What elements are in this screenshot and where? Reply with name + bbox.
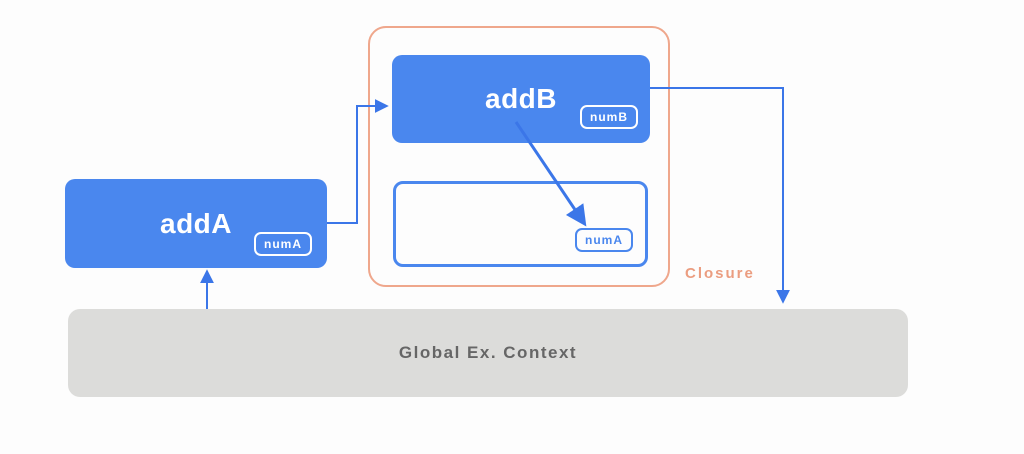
node-addA: addA numA (65, 179, 327, 268)
global-execution-context-bar: Global Ex. Context (68, 309, 908, 397)
closure-label: Closure (685, 265, 755, 282)
node-addB-label: addB (485, 83, 557, 114)
closure-scope-box: numA (393, 181, 648, 267)
node-addA-variable-badge: numA (254, 231, 312, 256)
node-addB: addB numB (392, 55, 650, 143)
node-addB-variable-badge: numB (580, 104, 638, 129)
node-addA-label: addA (160, 207, 232, 239)
scope-variable-badge: numA (575, 227, 633, 252)
global-execution-context-label: Global Ex. Context (398, 343, 578, 362)
